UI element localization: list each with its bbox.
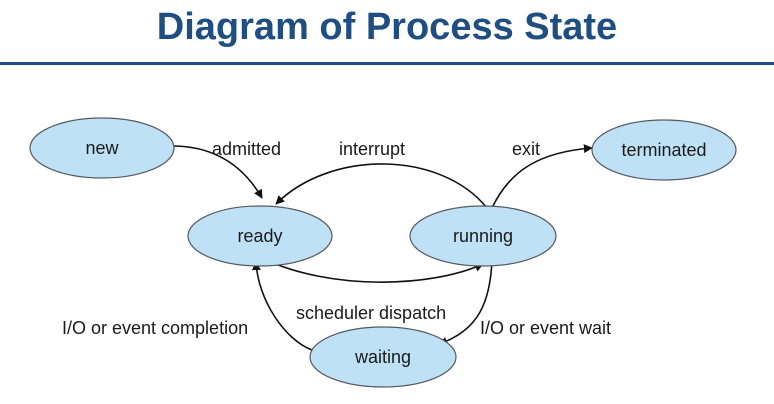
label-interrupt: interrupt [339, 139, 405, 159]
state-terminated-label: terminated [621, 140, 706, 160]
state-ready: ready [187, 205, 333, 267]
label-io-event-wait: I/O or event wait [480, 318, 611, 338]
label-scheduler-dispatch: scheduler dispatch [296, 303, 446, 323]
state-running-label: running [453, 226, 513, 246]
state-terminated: terminated [591, 119, 737, 181]
state-new: new [29, 117, 175, 179]
label-exit: exit [512, 139, 540, 159]
edge-io-event-wait [438, 260, 493, 346]
edge-admitted [171, 145, 263, 199]
state-running: running [409, 205, 557, 267]
state-waiting: waiting [309, 326, 457, 388]
page-title: Diagram of Process State [156, 6, 618, 48]
edge-io-event-completion [251, 261, 313, 351]
title-divider [0, 62, 774, 65]
label-admitted: admitted [212, 139, 281, 159]
edge-exit [491, 144, 593, 209]
state-waiting-label: waiting [354, 347, 411, 367]
edge-interrupt [275, 163, 488, 209]
state-ready-label: ready [237, 226, 282, 246]
state-new-label: new [85, 138, 119, 158]
label-io-event-completion: I/O or event completion [62, 318, 248, 338]
edge-scheduler-dispatch [263, 258, 484, 283]
